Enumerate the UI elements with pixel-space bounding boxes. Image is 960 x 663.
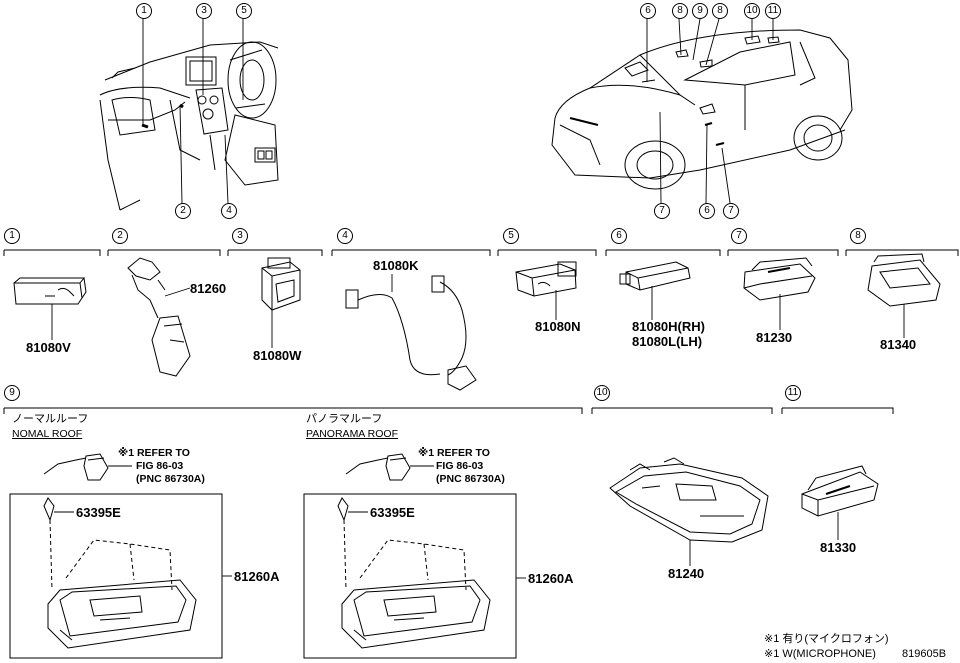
panorama-roof-label-jp: パノラマルーフ	[306, 413, 383, 425]
normal-roof-label-jp: ノーマルルーフ	[12, 413, 89, 425]
dashboard-illustration	[99, 41, 279, 211]
callout-2[interactable]: 2	[175, 203, 191, 219]
car-leaders	[646, 18, 774, 204]
callout-3[interactable]: 3	[196, 3, 212, 19]
part-11-drawing	[801, 465, 879, 540]
refer-note-panorama-line3: (PNC 86730A)	[436, 473, 505, 485]
section-callout-5[interactable]: 5	[503, 228, 519, 244]
section-brackets-row2	[3, 407, 894, 414]
part-number-81080v[interactable]: 81080V	[26, 340, 71, 355]
callout-10[interactable]: 10	[744, 3, 760, 19]
section-callout-3[interactable]: 3	[232, 228, 248, 244]
footnote-en: ※1 W(MICROPHONE)	[764, 648, 876, 660]
part-number-63395e-normal[interactable]: 63395E	[76, 505, 121, 520]
part-number-81240[interactable]: 81240	[668, 566, 705, 581]
part-number-81340[interactable]: 81340	[880, 337, 917, 352]
part-3-drawing	[261, 257, 301, 348]
section-brackets-row1	[3, 249, 959, 256]
part-number-63395e-panorama[interactable]: 63395E	[370, 505, 415, 520]
car-illustration	[551, 29, 853, 190]
section-callout-8[interactable]: 8	[850, 228, 866, 244]
section-callout-1[interactable]: 1	[4, 228, 20, 244]
callout-1[interactable]: 1	[136, 3, 152, 19]
section-callout-4[interactable]: 4	[337, 228, 353, 244]
part-number-81260a-panorama[interactable]: 81260A	[528, 571, 574, 586]
callout-7[interactable]: 7	[654, 203, 670, 219]
part-number-81080w[interactable]: 81080W	[253, 348, 302, 363]
refer-note-normal-line3: (PNC 86730A)	[136, 473, 205, 485]
part-number-81080n[interactable]: 81080N	[535, 319, 581, 334]
part-number-81330[interactable]: 81330	[820, 540, 857, 555]
callout-6[interactable]: 6	[640, 3, 656, 19]
panorama-roof-label-en: PANORAMA ROOF	[306, 428, 398, 440]
part-2-drawing	[127, 257, 191, 377]
callout-11[interactable]: 11	[765, 3, 781, 19]
part-7-drawing	[743, 257, 816, 330]
callout-4[interactable]: 4	[221, 203, 237, 219]
callout-5[interactable]: 5	[236, 3, 252, 19]
normal-roof-label-en: NOMAL ROOF	[12, 428, 83, 440]
section-callout-9[interactable]: 9	[4, 385, 20, 401]
part-9-panorama-roof	[303, 453, 526, 659]
section-callout-2[interactable]: 2	[112, 228, 128, 244]
part-number-81260a-normal[interactable]: 81260A	[234, 569, 280, 584]
figure-code: 819605B	[902, 648, 947, 660]
part-number-81080h[interactable]: 81080H(RH)	[632, 319, 705, 334]
part-6-drawing	[619, 261, 691, 320]
part-5-drawing	[515, 261, 577, 320]
part-9-normal-roof	[9, 453, 232, 659]
refer-note-panorama-line2: FIG 86-03	[436, 460, 484, 472]
refer-note-normal-line2: FIG 86-03	[136, 460, 184, 472]
part-number-81080k[interactable]: 81080K	[373, 258, 419, 273]
part-4-drawing	[345, 274, 477, 391]
part-number-81230[interactable]: 81230	[756, 330, 793, 345]
section-callout-7[interactable]: 7	[731, 228, 747, 244]
dashboard-leaders	[142, 19, 244, 204]
part-number-81080l[interactable]: 81080L(LH)	[632, 334, 703, 349]
callout-7[interactable]: 7	[723, 203, 739, 219]
callout-9[interactable]: 9	[692, 3, 708, 19]
callout-6[interactable]: 6	[699, 203, 715, 219]
footnote-jp: ※1 有り(マイクロフォン)	[764, 633, 889, 645]
part-8-drawing	[867, 253, 941, 338]
refer-note-normal-line1: ※1 REFER TO	[118, 447, 190, 459]
section-callout-6[interactable]: 6	[611, 228, 627, 244]
section-callout-11[interactable]: 11	[785, 385, 801, 401]
callout-8[interactable]: 8	[712, 3, 728, 19]
part-number-81260[interactable]: 81260	[190, 281, 227, 296]
refer-note-panorama-line1: ※1 REFER TO	[418, 447, 490, 459]
part-1-drawing	[13, 277, 87, 340]
section-callout-10[interactable]: 10	[594, 385, 610, 401]
part-10-drawing	[609, 457, 769, 566]
callout-8[interactable]: 8	[672, 3, 688, 19]
